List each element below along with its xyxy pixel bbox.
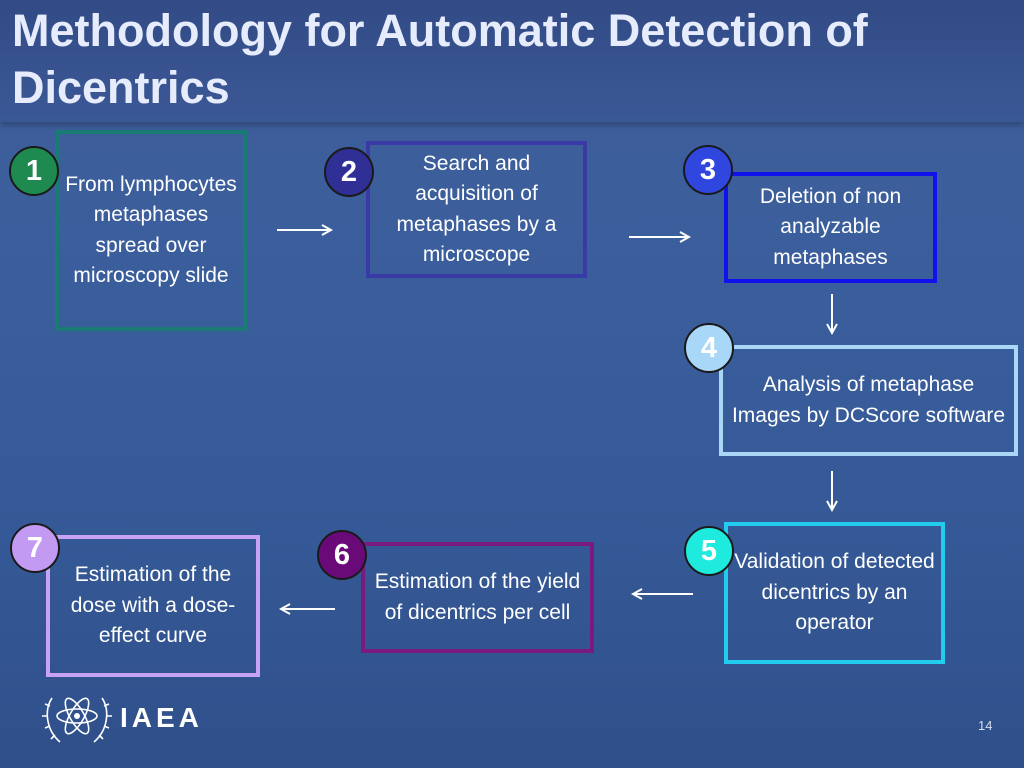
step-5-number: 5 xyxy=(700,534,718,567)
step-3-number: 3 xyxy=(699,153,717,186)
step-6-box: Estimation of the yield of dicentrics pe… xyxy=(361,542,594,653)
step-6-number: 6 xyxy=(333,538,351,571)
step-4-number: 4 xyxy=(700,331,718,364)
step-4-box: Analysis of metaphase Images by DCScore … xyxy=(719,345,1018,456)
step-1-badge: 1 xyxy=(9,146,59,196)
step-1-box: From lymphocytes metaphases spread over … xyxy=(55,130,247,331)
arrow-3-to-4 xyxy=(826,294,838,336)
step-1-text: From lymphocytes metaphases spread over … xyxy=(65,172,237,288)
step-2-badge: 2 xyxy=(324,147,374,197)
step-2-text: Search and acquisition of metaphases by … xyxy=(396,151,557,267)
iaea-logo-icon xyxy=(42,697,112,743)
step-5-badge: 5 xyxy=(684,526,734,576)
arrow-4-to-5 xyxy=(826,471,838,513)
step-7-badge: 7 xyxy=(10,523,60,573)
step-3-text: Deletion of non analyzable metaphases xyxy=(759,184,902,269)
step-3-box: Deletion of non analyzable metaphases xyxy=(724,172,937,283)
arrow-6-to-7 xyxy=(278,603,335,615)
step-4-badge: 4 xyxy=(684,323,734,373)
step-5-box: Validation of detected dicentrics by an … xyxy=(724,522,945,664)
slide-title: Methodology for Automatic Detection of D… xyxy=(12,5,868,113)
step-6-badge: 6 xyxy=(317,530,367,580)
arrow-1-to-2 xyxy=(277,224,334,236)
step-5-text: Validation of detected dicentrics by an … xyxy=(734,550,935,635)
step-2-number: 2 xyxy=(340,155,358,188)
step-6-text: Estimation of the yield of dicentrics pe… xyxy=(374,570,581,624)
step-7-box: Estimation of the dose with a dose-effec… xyxy=(46,535,260,677)
step-3-badge: 3 xyxy=(683,145,733,195)
title-band: Methodology for Automatic Detection of D… xyxy=(0,0,1024,122)
arrow-2-to-3 xyxy=(629,231,692,243)
arrow-5-to-6 xyxy=(630,588,693,600)
step-1-number: 1 xyxy=(25,154,43,187)
step-2-box: Search and acquisition of metaphases by … xyxy=(366,141,587,278)
step-4-text: Analysis of metaphase Images by DCScore … xyxy=(731,373,1006,427)
iaea-logo-text: IAEA xyxy=(120,702,203,733)
page-number: 14 xyxy=(978,718,993,733)
step-7-text: Estimation of the dose with a dose-effec… xyxy=(70,563,236,648)
step-7-number: 7 xyxy=(26,531,44,564)
